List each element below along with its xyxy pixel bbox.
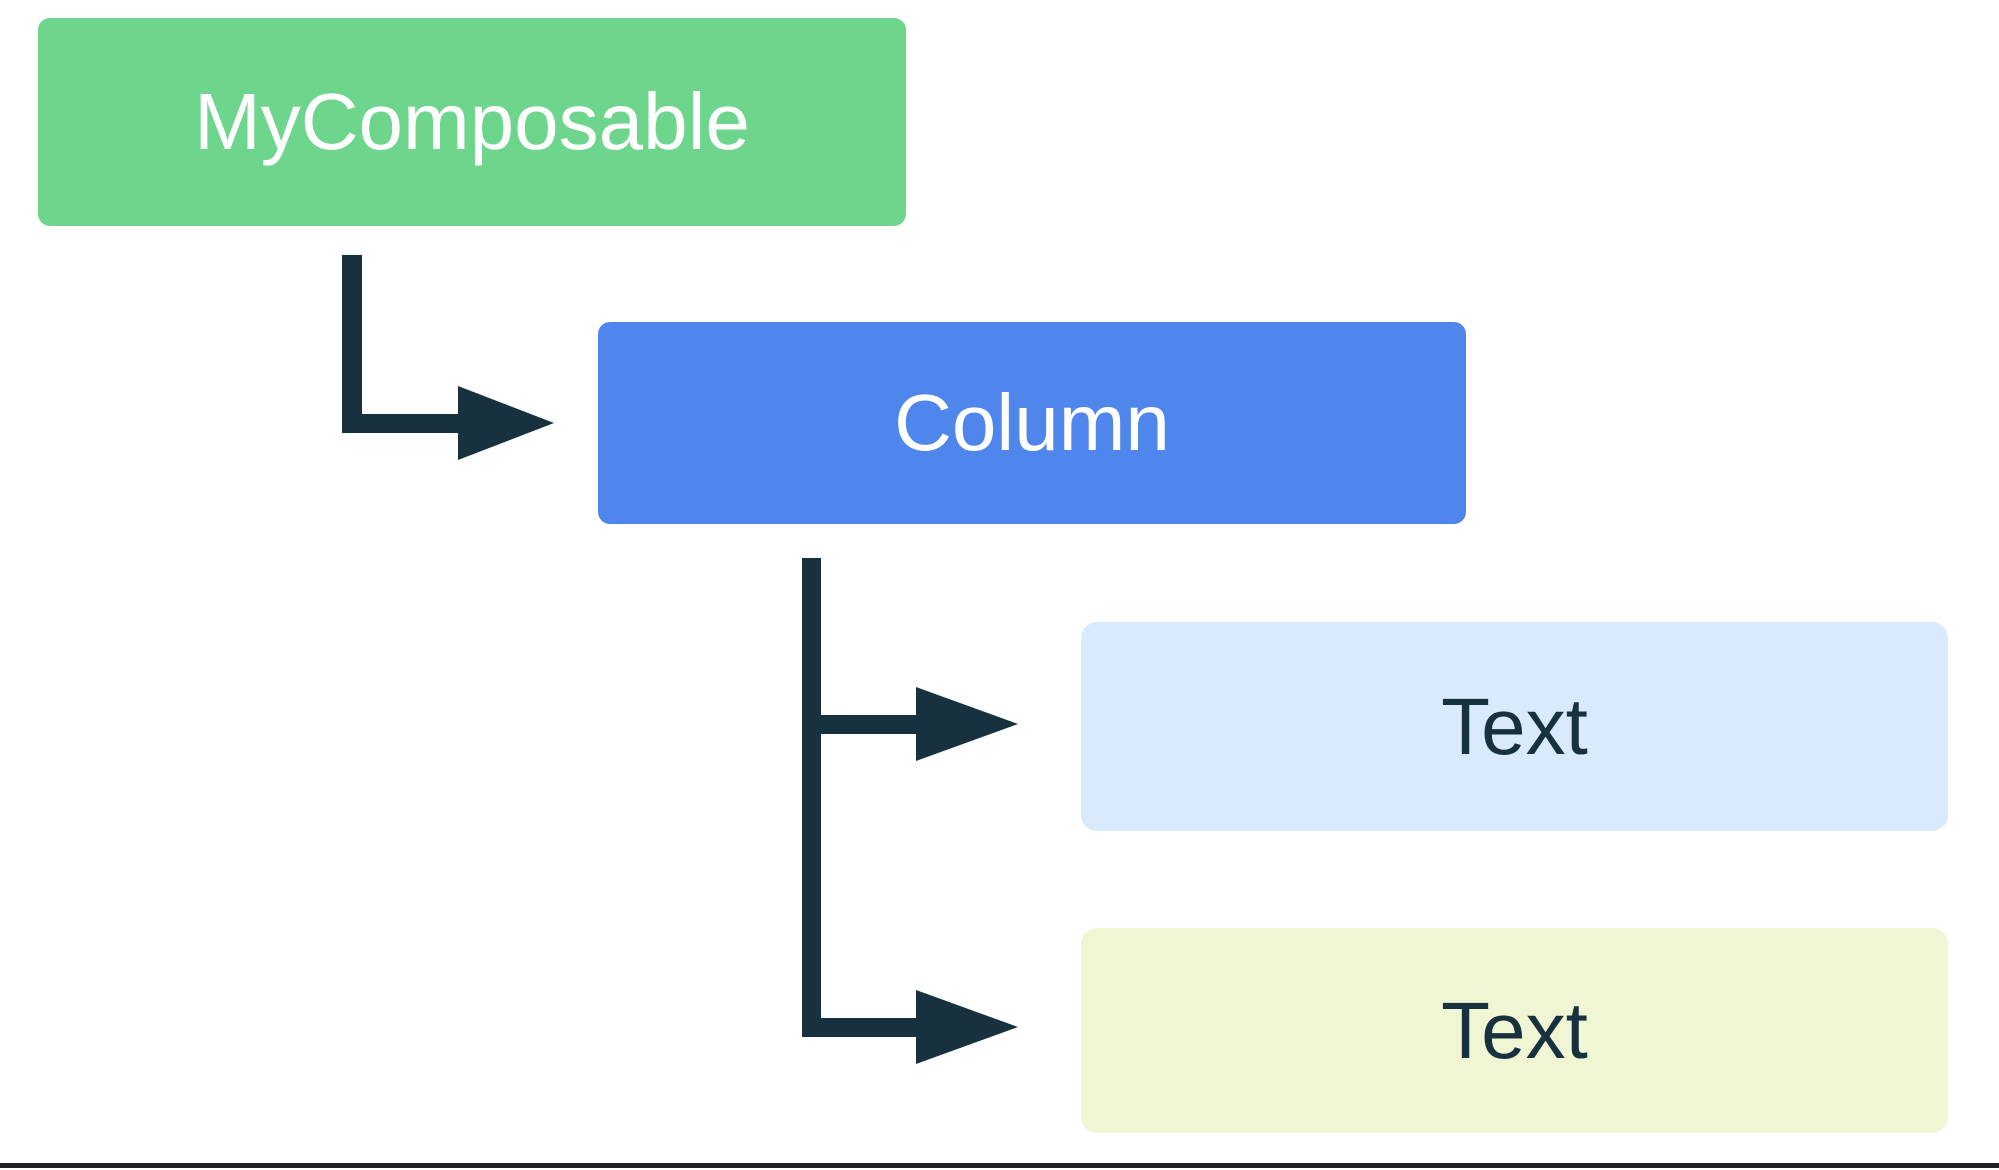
arrowhead-right-icon — [458, 386, 554, 460]
bottom-divider — [0, 1163, 1999, 1168]
arrowhead-right-icon — [916, 990, 1018, 1064]
node-text-1: Text — [1081, 622, 1948, 831]
arrow-horizontal-segment — [802, 1018, 918, 1037]
arrow-horizontal-segment — [802, 715, 918, 734]
arrow-vertical-segment — [802, 558, 821, 1036]
arrow-vertical-segment — [342, 255, 362, 433]
arrowhead-right-icon — [916, 687, 1018, 761]
arrow-horizontal-segment — [342, 414, 460, 433]
node-mycomposable: MyComposable — [38, 18, 906, 226]
node-text-2: Text — [1081, 928, 1948, 1133]
node-column: Column — [598, 322, 1466, 524]
